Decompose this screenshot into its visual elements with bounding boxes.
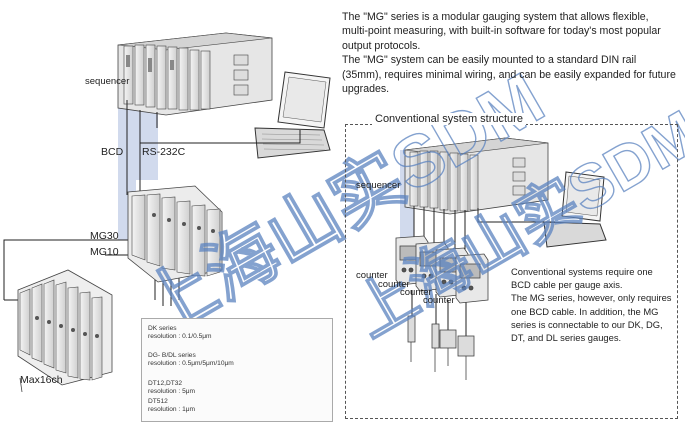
dk-series-resolution: resolution : 0.1/0.5μm: [148, 333, 212, 340]
conventional-laptop-icon: [543, 171, 607, 248]
conventional-gauges: [407, 315, 475, 380]
counter-label-2: counter: [378, 279, 410, 290]
gauge-series-box: DK series resolution : 0.1/0.5μm DG- B/D…: [141, 318, 333, 422]
dg-series-title: DG- B/DL series: [148, 352, 196, 359]
sequencer-rack: [117, 32, 273, 116]
conventional-title: Conventional system structure: [372, 113, 526, 125]
rs232c-label: RS-232C: [142, 146, 186, 158]
dk-series-title: DK series: [148, 325, 177, 332]
dt512-resolution: resolution : 1μm: [148, 406, 196, 413]
mg-module-stack: [127, 185, 223, 283]
counter-unit-4: [455, 253, 489, 304]
conventional-cables: [411, 206, 555, 336]
laptop-icon: [254, 71, 331, 159]
dg-series-resolution: resolution : 0.5μm/5μm/10μm: [148, 360, 234, 367]
dt-series-title: DT12,DT32: [148, 380, 183, 387]
counter-label-4: counter: [423, 295, 455, 306]
bcd-label: BCD: [101, 146, 124, 158]
counter-label-3: counter: [400, 287, 432, 298]
max16ch-module-stack: [17, 269, 113, 393]
conventional-explanation: Conventional systems require one BCD cab…: [511, 265, 673, 344]
gauge-probe-4: [457, 335, 475, 380]
dt512-title: DT512: [148, 398, 168, 405]
max16ch-label: Max16ch: [20, 374, 63, 386]
counter-label-1: counter: [356, 270, 388, 281]
mg10-label: MG10: [90, 246, 119, 258]
mg30-label: MG30: [90, 230, 119, 242]
description-p1: The "MG" series is a modular gauging sys…: [342, 11, 661, 52]
conventional-text-1: Conventional systems require one BCD cab…: [511, 266, 653, 291]
conventional-text-2: The MG series, however, only requires on…: [511, 292, 672, 344]
gauge-probe-1: [407, 315, 416, 362]
counter-units: [395, 235, 489, 304]
sequencer-label: sequencer: [85, 76, 130, 87]
gauge-probe-2: [431, 323, 440, 372]
gauge-probe-3: [439, 329, 457, 366]
dt-series-resolution: resolution : 5μm: [148, 388, 196, 395]
description: The "MG" series is a modular gauging sys…: [342, 10, 677, 96]
conventional-sequencer-label: sequencer: [356, 180, 401, 191]
description-p2: The "MG" system can be easily mounted to…: [342, 54, 676, 96]
